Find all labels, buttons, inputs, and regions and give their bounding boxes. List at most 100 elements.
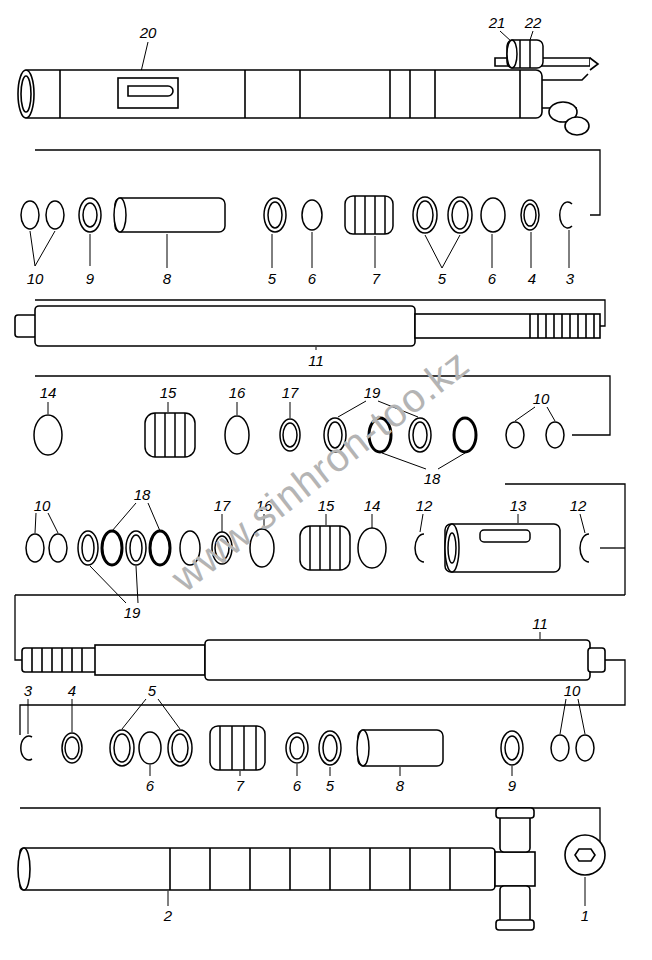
ring: [280, 419, 300, 451]
leader-line: [148, 503, 160, 531]
guide-line: [35, 376, 610, 435]
ring: [283, 423, 297, 447]
bearing: [220, 726, 256, 770]
shaft-yoke: [20, 848, 495, 890]
callout-number: 15: [159, 385, 178, 400]
ring: [415, 534, 424, 562]
sleeve: [114, 198, 126, 232]
ring: [225, 416, 249, 454]
ring: [358, 528, 386, 568]
bearing: [145, 413, 195, 457]
bushing: [520, 40, 530, 68]
leader-line: [312, 232, 313, 268]
guide-line: [600, 547, 625, 548]
ring: [506, 422, 524, 448]
tube-housing: [128, 86, 173, 96]
ring: [521, 200, 539, 230]
shaft: [415, 314, 600, 338]
shaft-yoke: [18, 848, 30, 890]
callout-number: 7: [371, 271, 381, 286]
ring: [26, 534, 44, 562]
leader-line: [492, 234, 493, 268]
bearing: [310, 526, 340, 570]
callout-number: 5: [267, 271, 277, 286]
callout-number: 14: [363, 498, 382, 513]
callout-number: 10: [563, 683, 582, 698]
leader-line: [530, 31, 533, 40]
tube-housing: [21, 76, 31, 112]
callout-number: 14: [39, 385, 58, 400]
shaft-yoke: [170, 848, 450, 890]
leader-line: [578, 699, 585, 734]
shaft: [530, 314, 594, 338]
leader-line: [326, 514, 327, 525]
ring: [454, 418, 476, 452]
ring: [21, 197, 594, 766]
leader-line: [158, 699, 180, 729]
ring: [65, 737, 79, 759]
leader-line: [400, 767, 401, 776]
leader-line: [316, 347, 317, 350]
shaft: [95, 645, 205, 675]
ring: [413, 197, 437, 233]
guide-line: [15, 595, 22, 660]
ring: [580, 534, 589, 562]
leader-line: [560, 699, 566, 734]
leader-line: [237, 402, 238, 415]
ring: [448, 197, 472, 233]
leader-line: [515, 407, 535, 421]
shaft: [35, 306, 415, 346]
leader-line: [30, 231, 55, 266]
leader-line: [382, 453, 426, 469]
ring: [302, 200, 322, 230]
callout-number: 10: [532, 391, 551, 406]
tube-housing: [118, 78, 178, 108]
ring: [323, 735, 337, 761]
sleeve: [445, 524, 560, 572]
ring: [79, 198, 101, 232]
callout-number: 15: [317, 498, 336, 513]
ring: [172, 734, 188, 762]
callout-number: 19: [123, 605, 142, 620]
leader-line: [580, 514, 585, 533]
shaft: [588, 648, 605, 672]
callout-number: 16: [228, 385, 247, 400]
callout-number: 11: [531, 616, 549, 631]
ring: [524, 204, 536, 226]
callout-number: 12: [415, 498, 434, 513]
callout-number: 3: [565, 271, 575, 286]
bushing: [507, 40, 543, 68]
ring: [560, 202, 572, 228]
shaft: [205, 640, 590, 680]
leader-line: [240, 771, 241, 776]
callout-number: 8: [395, 778, 405, 793]
shaft: [15, 315, 37, 337]
callout-number: 10: [26, 271, 45, 286]
tube-housing: [18, 58, 598, 135]
leader-line: [90, 234, 91, 266]
bearing: [355, 196, 385, 234]
ring: [83, 203, 97, 227]
sleeve: [480, 530, 530, 542]
shaft: [32, 648, 82, 672]
ring: [82, 535, 94, 561]
callout-number: 18: [133, 487, 152, 502]
sleeve: [357, 730, 369, 766]
callout-number: 9: [507, 778, 517, 793]
ring: [34, 415, 62, 455]
leader-line: [112, 503, 136, 531]
leader-line: [547, 407, 555, 421]
tube-housing: [60, 70, 520, 118]
bushing: [507, 40, 543, 68]
leader-line: [420, 514, 423, 532]
callout-number: 8: [162, 271, 172, 286]
callout-number: 11: [307, 353, 325, 368]
callout-number: 6: [145, 778, 155, 793]
leader-line: [512, 766, 513, 776]
ring: [576, 735, 594, 761]
ring: [268, 202, 282, 228]
ring: [21, 736, 32, 760]
ring: [505, 736, 519, 760]
tube-housing: [565, 117, 589, 135]
